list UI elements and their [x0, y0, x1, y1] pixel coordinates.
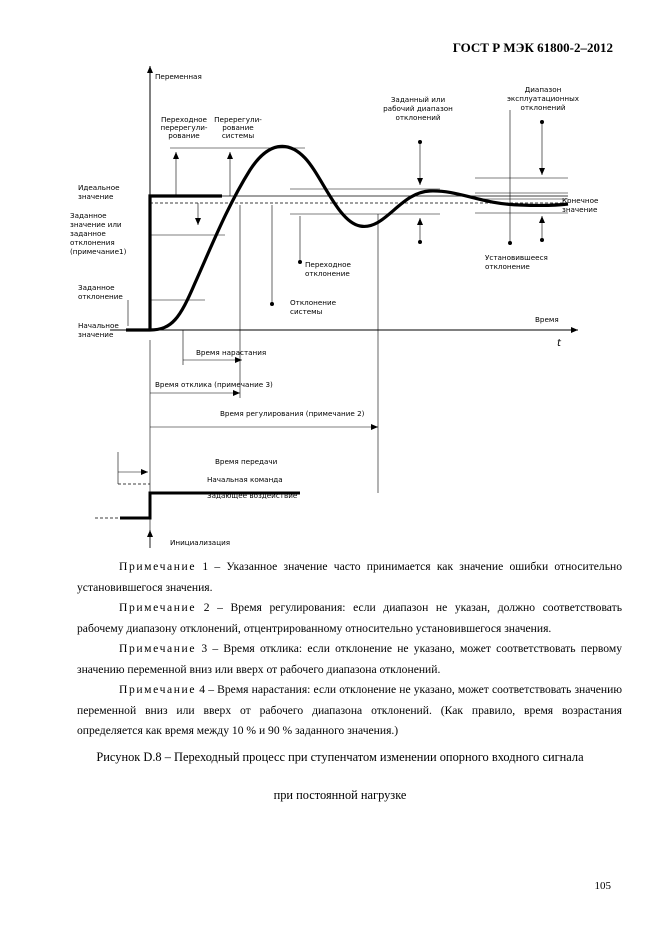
system-dev-dot — [270, 302, 274, 306]
trans-dev-label-2: отклонение — [305, 269, 350, 278]
response-time-label: Время отклика (примечание 3) — [155, 380, 273, 389]
figure-caption: Рисунок D.8 – Переходный процесс при сту… — [96, 750, 584, 764]
steady-dev-dot — [508, 241, 512, 245]
setvalue-label-5: (примечание1) — [70, 247, 127, 256]
note-3: Примечание 3 – Время отклика: если откло… — [77, 639, 622, 680]
note-3-label: Примечание — [119, 642, 197, 655]
steady-dev-label-1: Установившееся — [485, 253, 548, 262]
sys-dev-label-1: Отклонение — [290, 298, 337, 307]
label-t: t — [557, 338, 562, 349]
operating-label-1: Диапазон — [525, 85, 562, 94]
overshoot-label-1: Переходное — [161, 115, 208, 124]
settling-time-label: Время регулирования (примечание 2) — [220, 409, 365, 418]
final-label-1: Конечное — [562, 196, 599, 205]
sys-dev-label-2: системы — [290, 307, 323, 316]
band-label-1: Заданный или — [391, 95, 446, 104]
page-number: 105 — [594, 880, 612, 892]
operating-dot-top — [540, 120, 544, 124]
operating-dot-bottom — [540, 238, 544, 242]
label-variable: Переменная — [155, 72, 202, 81]
rise-time-label: Время нарастания — [196, 348, 266, 357]
note-2: Примечание 2 – Время регулирования: если… — [77, 598, 622, 639]
setvalue-label-1: Заданное — [70, 211, 107, 220]
note-2-text: 2 – Время регулирования: если диапазон н… — [77, 601, 622, 635]
note-4-label: Примечание — [119, 683, 197, 696]
ideal-label-1: Идеальное — [78, 183, 120, 192]
transient-dev-dot — [298, 260, 302, 264]
operating-label-3: отклонений — [520, 103, 565, 112]
band-label-2: рабочий диапазон — [383, 104, 453, 113]
ideal-step-line — [126, 194, 222, 332]
ideal-label-2: значение — [78, 192, 114, 201]
notes-block: Примечание 1 – Указанное значение часто … — [77, 557, 622, 742]
note-1: Примечание 1 – Указанное значение часто … — [77, 557, 622, 598]
reference-input-label: Задающее воздействие — [207, 491, 298, 500]
initial-label-2: значение — [78, 330, 114, 339]
initialization-label: Инициализация — [170, 538, 230, 547]
band-dot-bottom — [418, 240, 422, 244]
reference-step — [120, 491, 300, 520]
transfer-time-label: Время передачи — [215, 457, 278, 466]
final-label-2: значение — [562, 205, 598, 214]
overshoot-label-3: рование — [168, 131, 200, 140]
operating-label-2: эксплуатационных — [507, 94, 580, 103]
setvalue-label-3: заданное — [70, 229, 106, 238]
sys-overshoot-label-1: Перерегули- — [214, 115, 262, 124]
band-dot-top — [418, 140, 422, 144]
sys-overshoot-label-3: системы — [222, 131, 255, 140]
sys-overshoot-label-2: рование — [222, 123, 254, 132]
note-1-label: Примечание — [119, 560, 197, 573]
note-4: Примечание 4 – Время нарастания: если от… — [77, 680, 622, 742]
label-time: Время — [535, 315, 559, 324]
note-2-label: Примечание — [119, 601, 197, 614]
setdev-label-2: отклонение — [78, 292, 123, 301]
response-curve — [149, 144, 569, 332]
document-header: ГОСТ Р МЭК 61800-2–2012 — [452, 40, 613, 55]
steady-dev-label-2: отклонение — [485, 262, 530, 271]
note-3-text: 3 – Время отклика: если отклонение не ук… — [77, 642, 622, 676]
setvalue-label-2: значение или — [70, 220, 122, 229]
band-label-3: отклонений — [395, 113, 440, 122]
step-response-figure: Переменная Время t Переходное перерегули… — [70, 66, 599, 548]
figure-caption-line2: при постоянной нагрузке — [273, 788, 407, 802]
note-1-text: 1 – Указанное значение часто принимается… — [77, 560, 622, 594]
trans-dev-label-1: Переходное — [305, 260, 352, 269]
setvalue-label-4: отклонения — [70, 238, 115, 247]
setdev-label-1: Заданное — [78, 283, 115, 292]
initial-command-label: Начальная команда — [207, 475, 283, 484]
note-4-text: 4 – Время нарастания: если отклонение не… — [77, 683, 622, 737]
initial-label-1: Начальное — [78, 321, 119, 330]
overshoot-label-2: перерегули- — [161, 123, 208, 132]
